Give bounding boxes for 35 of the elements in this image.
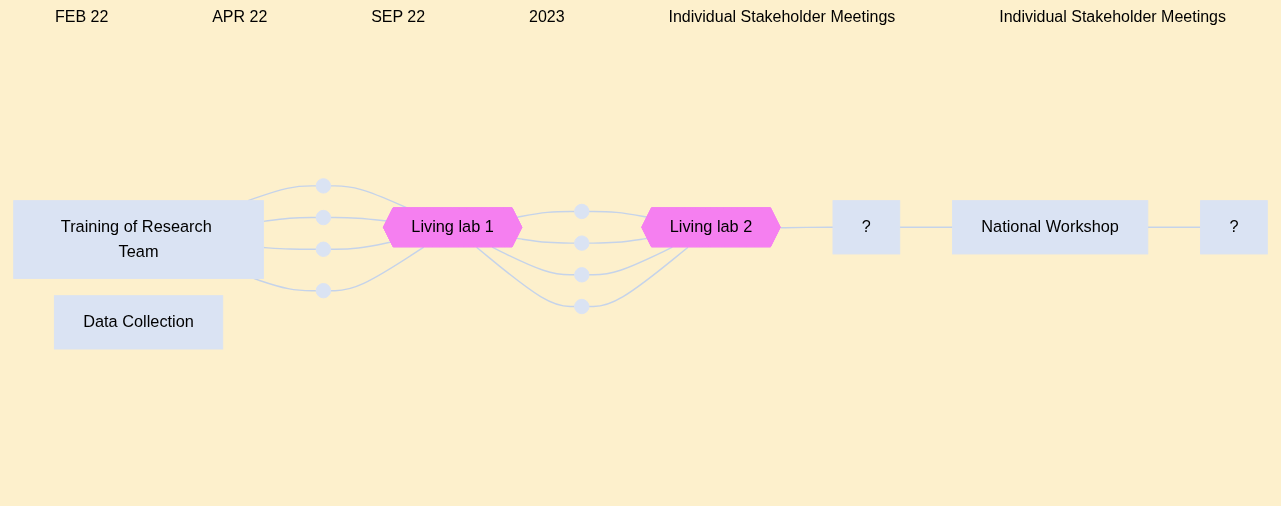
- connector: [516, 210, 576, 219]
- node-circle: [315, 178, 332, 194]
- node-circle: [315, 241, 332, 258]
- connector: [262, 217, 317, 223]
- node-circle: [315, 210, 332, 226]
- connector: [899, 226, 954, 229]
- connector: [262, 247, 317, 251]
- node-circle: [574, 267, 590, 283]
- node-box: National Workshop: [952, 200, 1149, 255]
- connector: [588, 246, 689, 308]
- connector: [779, 226, 834, 229]
- connector: [329, 217, 388, 222]
- node-box: Data Collection: [53, 295, 224, 350]
- timeline-label: SEP 22: [370, 7, 427, 27]
- timeline-label: Individual Stakeholder Meetings: [998, 7, 1227, 27]
- connector: [475, 246, 576, 308]
- node-box: Training of Research Team: [13, 200, 264, 280]
- connector: [491, 246, 576, 276]
- node-circle: [574, 235, 590, 251]
- node-box: ?: [1200, 200, 1268, 255]
- connector: [329, 246, 425, 292]
- node-circle: [315, 283, 332, 299]
- node-circle: [574, 203, 590, 220]
- timeline-label: Individual Stakeholder Meetings: [667, 7, 897, 27]
- connector: [329, 241, 392, 251]
- node-box: ?: [832, 200, 901, 255]
- timeline-label: FEB 22: [53, 7, 110, 27]
- connector: [516, 237, 576, 244]
- connector: [588, 237, 649, 244]
- connector: [1147, 226, 1202, 229]
- node-circle: [574, 299, 590, 315]
- connector: [588, 246, 674, 276]
- timeline-label: 2023: [528, 7, 566, 27]
- connector: [329, 185, 409, 210]
- timeline-label: APR 22: [211, 7, 269, 27]
